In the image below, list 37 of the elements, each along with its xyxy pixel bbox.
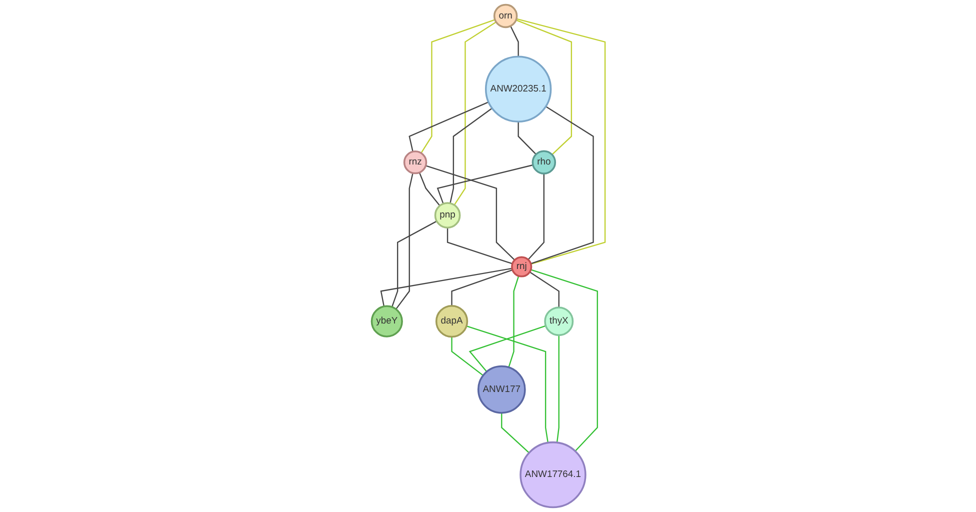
node-circle: ybeY bbox=[370, 305, 403, 338]
connector bbox=[408, 102, 488, 152]
node-circle: ANW177 bbox=[477, 365, 526, 414]
connector bbox=[418, 172, 440, 206]
connector bbox=[450, 269, 512, 306]
connector bbox=[530, 269, 598, 452]
node-circle: ANW17764.1 bbox=[519, 441, 586, 508]
node-circle: orn bbox=[493, 4, 518, 28]
node-circle: rnz bbox=[403, 150, 427, 174]
connector bbox=[528, 272, 560, 308]
connector bbox=[517, 122, 536, 155]
connector bbox=[500, 412, 530, 454]
connector bbox=[530, 106, 594, 264]
connector bbox=[466, 326, 548, 443]
connector bbox=[450, 336, 484, 376]
connector bbox=[449, 108, 492, 204]
connector bbox=[425, 165, 515, 260]
node-circle: thyX bbox=[544, 306, 574, 336]
node-circle: ANW20235.1 bbox=[484, 56, 552, 122]
connector bbox=[446, 228, 512, 264]
connector bbox=[508, 276, 519, 368]
connector bbox=[510, 26, 519, 57]
connector bbox=[527, 174, 544, 260]
connector bbox=[436, 164, 533, 204]
node-circle: pnp bbox=[434, 202, 460, 229]
connector bbox=[391, 220, 437, 308]
node-circle: dapA bbox=[435, 305, 468, 338]
connector bbox=[468, 325, 546, 372]
connector bbox=[556, 335, 560, 443]
node-circle: rnj bbox=[510, 256, 532, 278]
connector bbox=[453, 22, 496, 206]
connector bbox=[395, 172, 414, 310]
connector bbox=[380, 268, 512, 307]
connector bbox=[515, 20, 572, 156]
connector bbox=[516, 18, 606, 265]
node-circle: rho bbox=[531, 150, 556, 174]
connector bbox=[420, 19, 495, 154]
